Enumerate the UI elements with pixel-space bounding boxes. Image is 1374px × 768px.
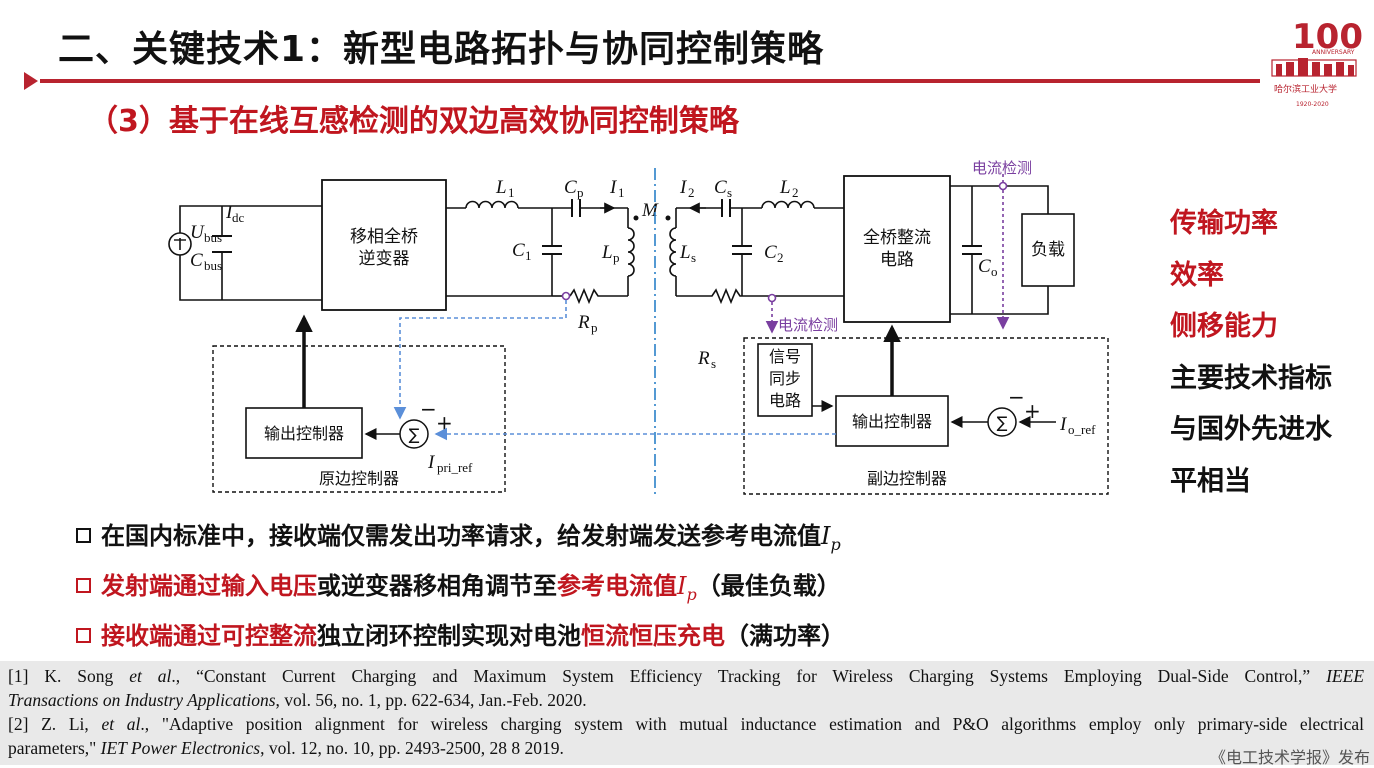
title-marker bbox=[24, 72, 38, 90]
svg-text:U: U bbox=[190, 222, 205, 243]
metric-item: 与国外先进水 bbox=[1170, 414, 1332, 445]
svg-text:C: C bbox=[190, 250, 203, 271]
svg-text:1920-2020: 1920-2020 bbox=[1296, 101, 1329, 108]
svg-text:p: p bbox=[591, 320, 598, 335]
svg-text:pri_ref: pri_ref bbox=[437, 460, 473, 475]
metric-item: 主要技术指标 bbox=[1170, 362, 1332, 394]
current-detect-label-top: 电流检测 bbox=[972, 159, 1032, 177]
svg-text:2: 2 bbox=[792, 185, 799, 200]
key-metrics-list: 传输功率 效率 侧移能力 主要技术指标 与国外先进水 平相当 bbox=[1170, 198, 1332, 507]
bullet-item: 发射端通过输入电压或逆变器移相角调节至参考电流值Ip（最佳负载） bbox=[76, 564, 845, 614]
svg-text:+: + bbox=[1024, 399, 1041, 423]
rectifier-block bbox=[843, 175, 951, 323]
bullet-list: 在国内标准中，接收端仅需发出功率请求，给发射端发送参考电流值Ip 发射端通过输入… bbox=[76, 514, 845, 664]
svg-text:电路: 电路 bbox=[769, 391, 801, 410]
metric-item: 传输功率 bbox=[1170, 208, 1278, 239]
svg-text:全桥整流: 全桥整流 bbox=[863, 228, 931, 248]
title-underline bbox=[40, 79, 1260, 83]
svg-text:I: I bbox=[1059, 414, 1068, 435]
university-logo: 100 ANNIVERSARY 哈尔滨工业大学 1920-2020 bbox=[1271, 17, 1362, 108]
svg-text:+: + bbox=[436, 411, 453, 435]
svg-text:C: C bbox=[978, 256, 991, 277]
svg-text:2: 2 bbox=[688, 185, 695, 200]
reference-2-line-2: parameters," IET Power Electronics, vol.… bbox=[8, 738, 564, 758]
svg-text:L: L bbox=[679, 242, 691, 263]
primary-controller-frame bbox=[212, 345, 506, 493]
svg-text:R: R bbox=[697, 348, 710, 369]
svg-text:M: M bbox=[641, 200, 659, 221]
svg-text:C: C bbox=[564, 177, 577, 198]
svg-text:bus: bus bbox=[204, 258, 222, 273]
primary-output-controller bbox=[245, 407, 363, 459]
references: [1] K. Song et al., “Constant Current Ch… bbox=[0, 661, 1374, 765]
svg-text:dc: dc bbox=[232, 210, 245, 225]
svg-text:o_ref: o_ref bbox=[1068, 422, 1096, 437]
svg-text:哈尔滨工业大学: 哈尔滨工业大学 bbox=[1274, 83, 1337, 95]
bullet-square-icon bbox=[76, 528, 91, 543]
reference-1-line-1: [1] K. Song et al., “Constant Current Ch… bbox=[8, 666, 1365, 686]
bullet-item: 在国内标准中，接收端仅需发出功率请求，给发射端发送参考电流值Ip bbox=[76, 514, 845, 564]
inductor-l2 bbox=[761, 200, 815, 209]
inductor-ls bbox=[669, 227, 677, 277]
secondary-output-controller bbox=[835, 395, 949, 447]
svg-text:o: o bbox=[991, 264, 998, 279]
svg-text:−: − bbox=[1008, 385, 1025, 409]
secondary-controller-frame bbox=[743, 337, 1109, 495]
svg-text:L: L bbox=[779, 177, 791, 198]
page-title: 二、关键技术1：新型电路拓扑与协同控制策略 bbox=[58, 29, 825, 70]
signal-sync-block bbox=[757, 343, 813, 417]
svg-text:I: I bbox=[427, 452, 436, 473]
svg-text:I: I bbox=[679, 177, 688, 198]
bullet-square-icon bbox=[76, 578, 91, 593]
svg-text:s: s bbox=[711, 356, 716, 371]
svg-text:L: L bbox=[601, 242, 613, 263]
source-note: 《电工技术学报》发布 bbox=[1209, 748, 1370, 767]
reference-1-line-2: Transactions on Industry Applications, v… bbox=[8, 690, 587, 710]
metric-item: 平相当 bbox=[1170, 465, 1251, 497]
primary-controller-label: 原边控制器 bbox=[319, 469, 399, 488]
svg-text:bus: bus bbox=[204, 230, 222, 245]
metric-item: 侧移能力 bbox=[1170, 311, 1278, 342]
load-block bbox=[1021, 213, 1075, 287]
svg-text:信号: 信号 bbox=[769, 347, 801, 366]
svg-text:I: I bbox=[225, 202, 234, 223]
bullet-item: 接收端通过可控整流独立闭环控制实现对电池恒流恒压充电（满功率） bbox=[76, 614, 845, 664]
svg-text:C: C bbox=[512, 240, 525, 261]
svg-text:1: 1 bbox=[618, 185, 625, 200]
svg-text:逆变器: 逆变器 bbox=[359, 249, 410, 269]
inverter-block bbox=[321, 179, 447, 311]
svg-text:s: s bbox=[691, 250, 696, 265]
inductor-l1 bbox=[465, 200, 519, 209]
svg-text:输出控制器: 输出控制器 bbox=[852, 412, 932, 431]
svg-text:C: C bbox=[714, 177, 727, 198]
metric-item: 效率 bbox=[1170, 259, 1224, 291]
svg-text:负载: 负载 bbox=[1031, 240, 1065, 260]
svg-text:电路: 电路 bbox=[880, 250, 914, 270]
svg-text:p: p bbox=[613, 250, 620, 265]
svg-text:s: s bbox=[727, 185, 732, 200]
current-detect-label-mid: 电流检测 bbox=[778, 316, 838, 334]
inductor-lp bbox=[627, 227, 635, 277]
svg-text:1: 1 bbox=[525, 248, 532, 263]
svg-text:R: R bbox=[577, 312, 590, 333]
svg-text:p: p bbox=[577, 185, 584, 200]
secondary-controller-label: 副边控制器 bbox=[867, 469, 947, 488]
logo-number: 100 bbox=[1292, 17, 1362, 57]
svg-text:∑: ∑ bbox=[997, 413, 1008, 432]
svg-text:同步: 同步 bbox=[769, 369, 801, 388]
section-subtitle: （3）基于在线互感检测的双边高效协同控制策略 bbox=[88, 104, 739, 139]
svg-text:2: 2 bbox=[777, 250, 784, 265]
svg-text:I: I bbox=[609, 177, 618, 198]
svg-text:移相全桥: 移相全桥 bbox=[350, 227, 418, 247]
svg-text:∑: ∑ bbox=[409, 425, 420, 444]
bullet-square-icon bbox=[76, 628, 91, 643]
svg-text:输出控制器: 输出控制器 bbox=[264, 424, 344, 443]
svg-text:1: 1 bbox=[508, 185, 515, 200]
svg-text:C: C bbox=[764, 242, 777, 263]
svg-text:−: − bbox=[420, 397, 437, 421]
svg-text:L: L bbox=[495, 177, 507, 198]
svg-text:ANNIVERSARY: ANNIVERSARY bbox=[1312, 49, 1355, 56]
reference-2-line-1: [2] Z. Li, et al., "Adaptive position al… bbox=[8, 714, 1365, 734]
